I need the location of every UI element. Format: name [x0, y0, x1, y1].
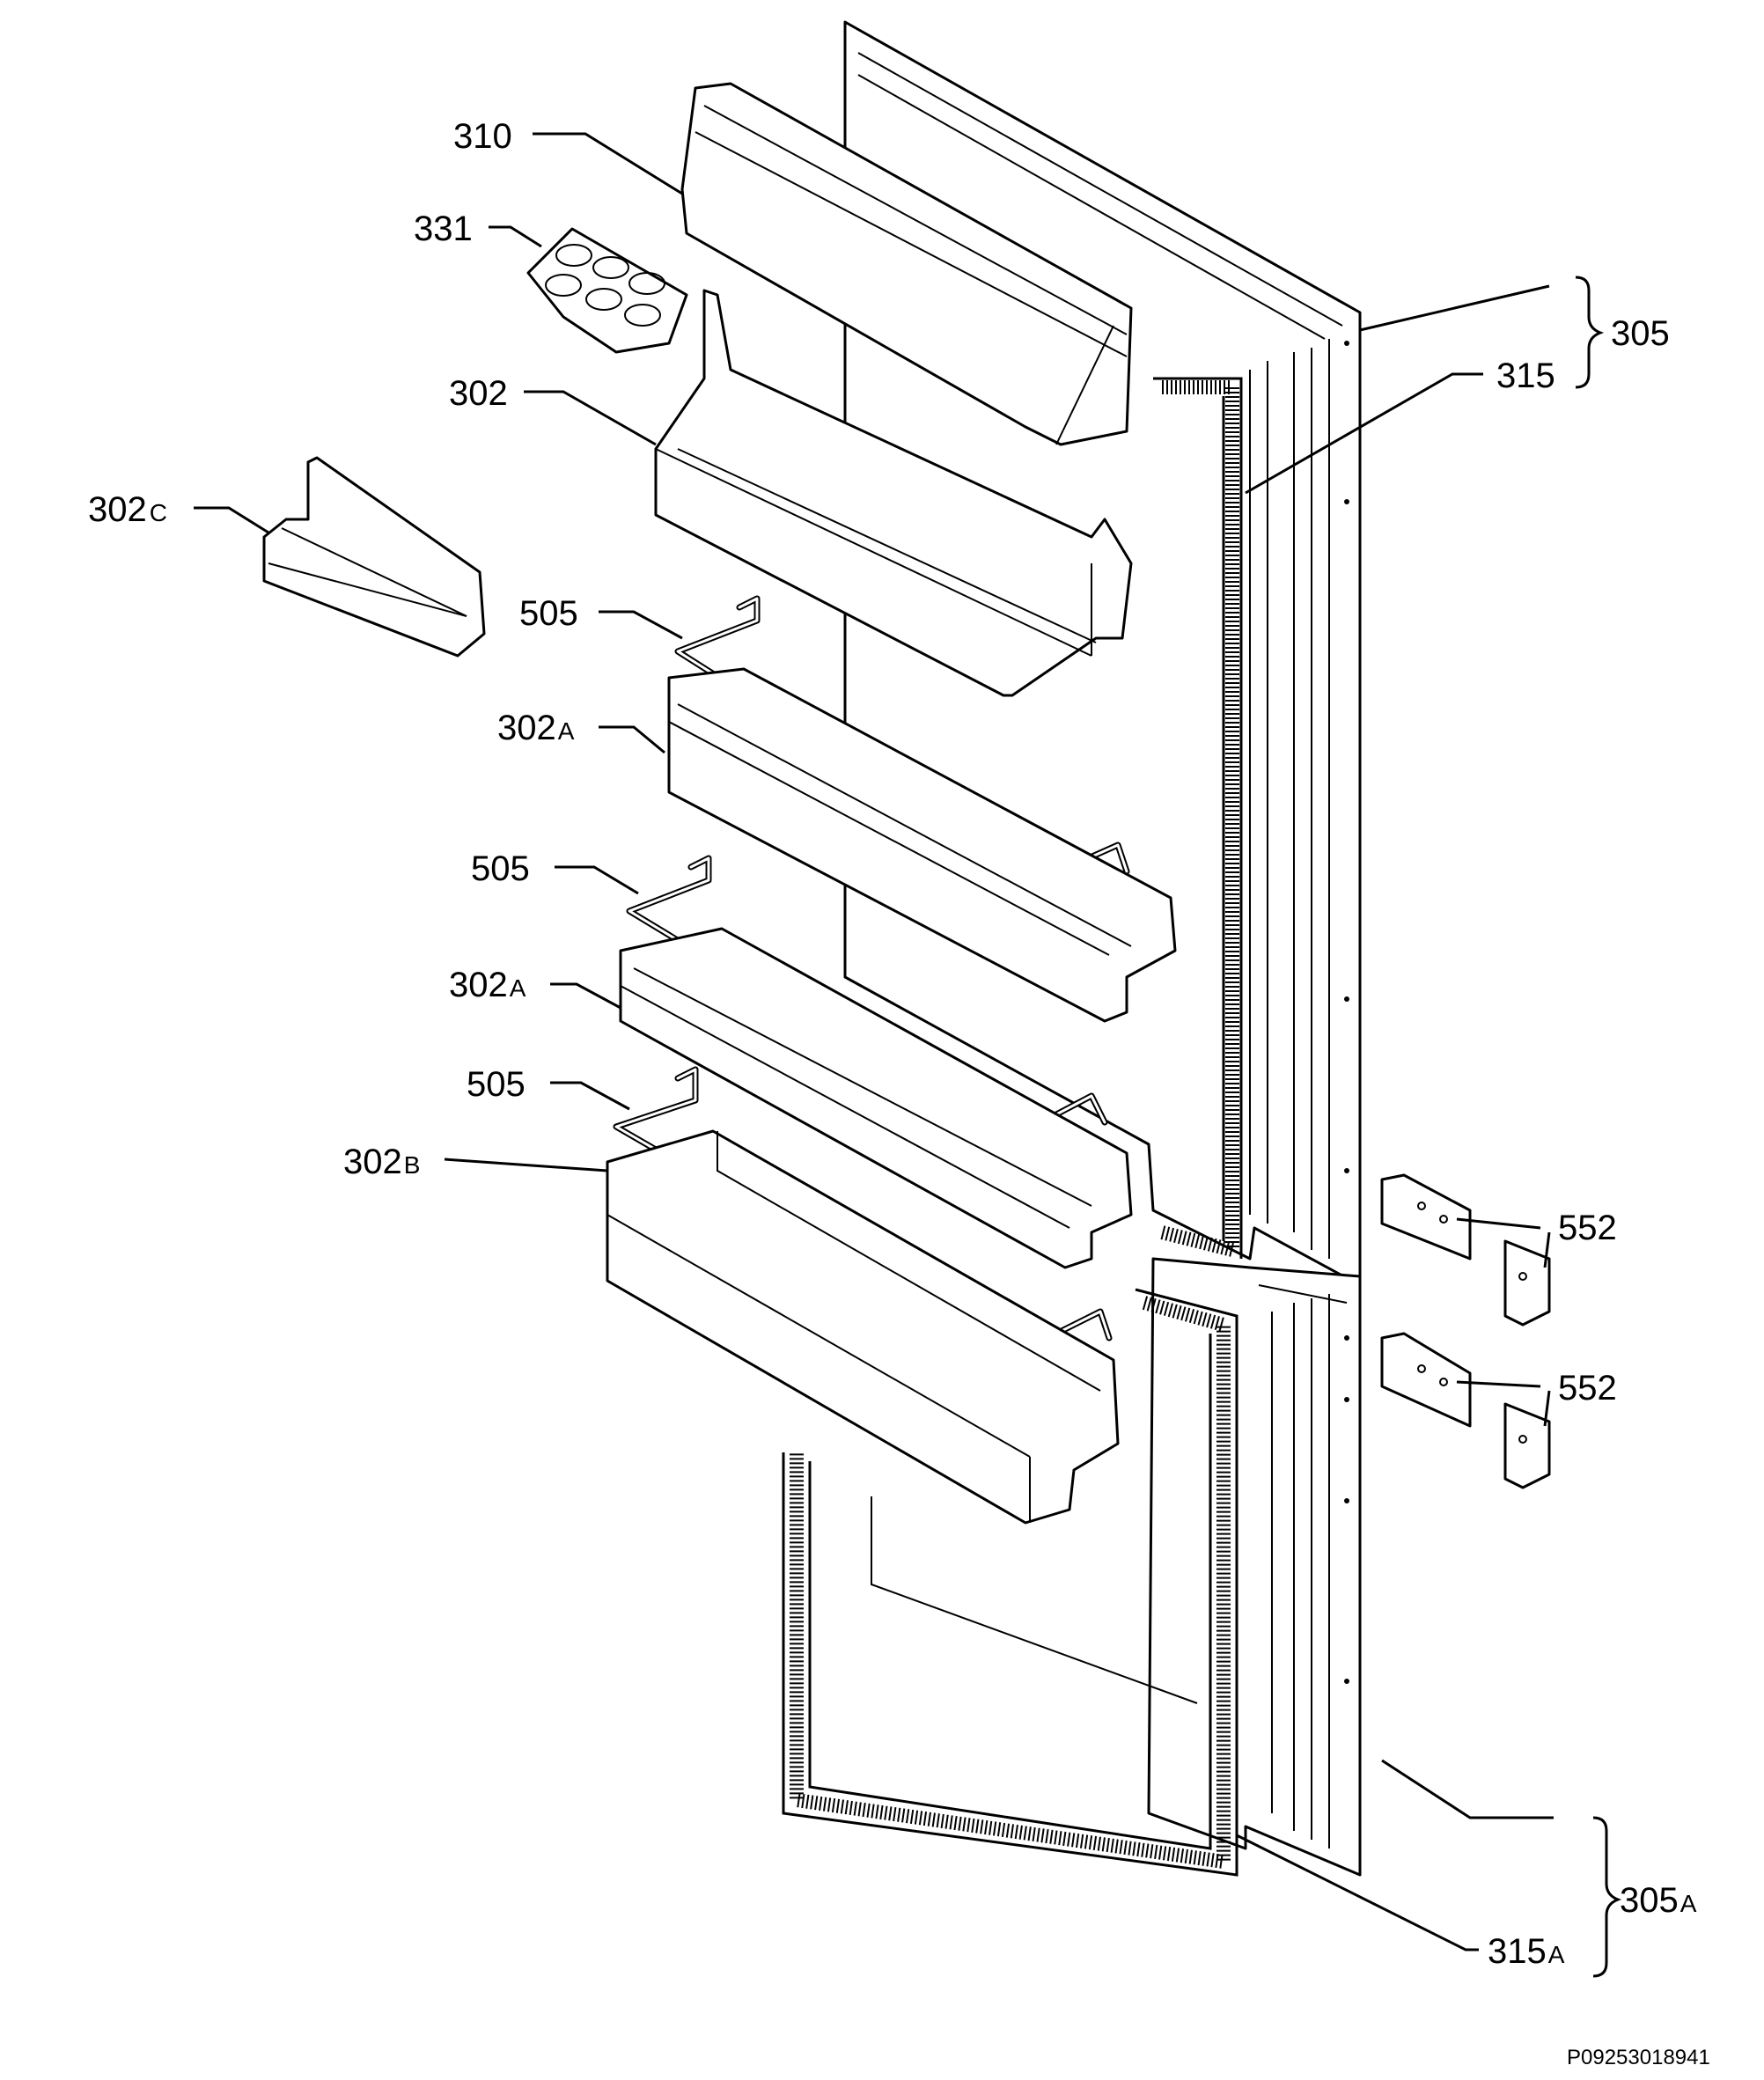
door-shelf-302c	[262, 456, 486, 658]
callout-302b: 302B	[343, 1143, 420, 1181]
drawing-code: P09253018941	[1567, 2046, 1710, 2069]
callout-315: 315	[1496, 356, 1555, 395]
door-shelf-302a-1	[667, 667, 1177, 1023]
wire-rail-505-3	[613, 1066, 1113, 1359]
door-shelf-302	[654, 289, 1133, 697]
wire-rail-505-1	[674, 595, 1130, 884]
brace-305a	[1592, 1816, 1622, 1978]
callout-302a-2: 302A	[449, 966, 526, 1004]
callout-505-2: 505	[471, 849, 530, 888]
lower-door-gasket	[782, 1288, 1238, 1877]
callout-552-2: 552	[1558, 1369, 1617, 1407]
door-shelf-302b	[606, 1129, 1120, 1525]
wire-rail-505-2	[626, 855, 1108, 1143]
callout-552-1: 552	[1558, 1209, 1617, 1247]
callout-302: 302	[449, 374, 508, 413]
door-shelf-302a-2	[619, 927, 1133, 1269]
brace-305	[1575, 276, 1605, 389]
callout-505-1: 505	[519, 594, 578, 633]
callout-305: 305	[1611, 314, 1670, 353]
callout-315a: 315A	[1488, 1932, 1565, 1971]
callout-302a-1: 302A	[497, 709, 575, 747]
leader-lines	[194, 132, 1554, 1951]
egg-tray-331	[526, 227, 688, 354]
shelf-cover-310	[680, 82, 1133, 446]
callout-505-3: 505	[467, 1065, 526, 1104]
upper-door-gasket	[1153, 377, 1243, 1260]
callout-310: 310	[453, 117, 512, 156]
lower-door-panel	[1147, 1257, 1362, 1877]
hinge-bracket-552-lower	[1380, 1332, 1551, 1489]
callout-331: 331	[414, 209, 473, 248]
hinge-bracket-552-upper	[1380, 1173, 1551, 1327]
callout-305a: 305A	[1620, 1881, 1697, 1920]
